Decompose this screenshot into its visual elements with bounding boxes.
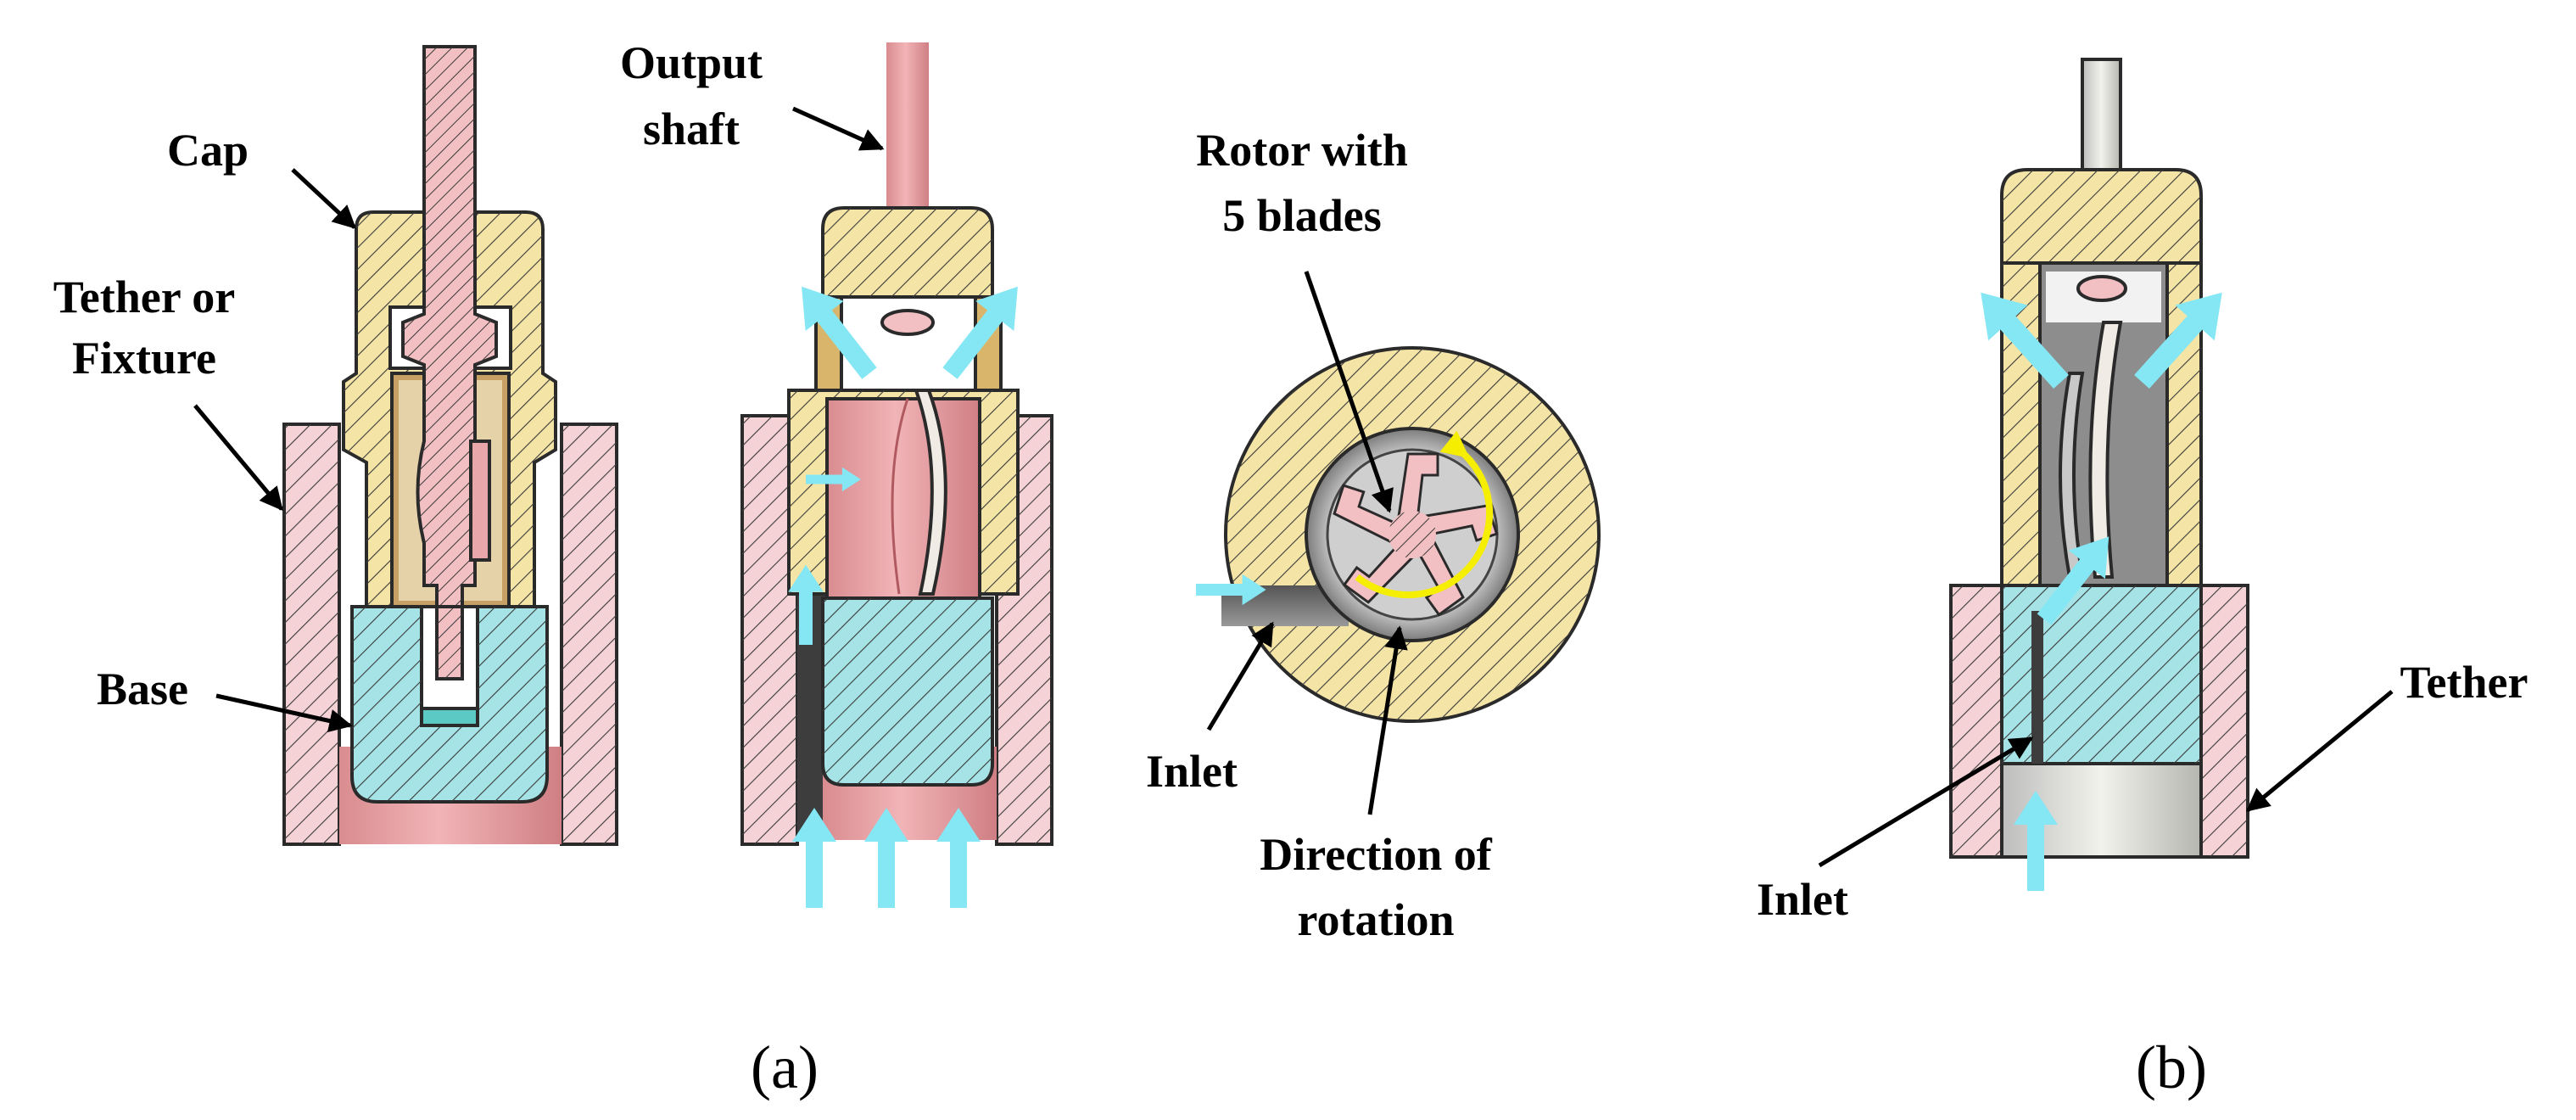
label-tether-2: Fixture: [72, 333, 216, 384]
subfigure-caption-a: (a): [751, 1033, 819, 1101]
subfigure-caption-b: (b): [2136, 1033, 2207, 1101]
label-tether-b: Tether: [2400, 657, 2529, 708]
output-shaft-2: [886, 42, 929, 225]
labels: Cap Tether or Fixture Base Output shaft …: [53, 37, 2529, 1101]
label-output-2: shaft: [643, 104, 740, 154]
label-output-1: Output: [620, 37, 763, 88]
label-cap: Cap: [167, 125, 249, 176]
label-inlet-b: Inlet: [1757, 874, 1848, 925]
view-sectioned-flow: [740, 42, 1053, 908]
label-base: Base: [97, 664, 188, 714]
label-rotor-2: 5 blades: [1222, 190, 1382, 241]
view-rotor-cross-section: [1196, 346, 1601, 723]
view-sectioned-body: [282, 45, 618, 846]
rotor: [1329, 452, 1499, 616]
view-tethered-section: [1949, 58, 2249, 891]
label-rotation-1: Direction of: [1260, 829, 1492, 880]
rotation-arrow-icon: [1355, 430, 1493, 599]
label-inlet-a: Inlet: [1146, 746, 1238, 797]
label-rotor-1: Rotor with: [1196, 125, 1408, 176]
leader-lines: [193, 106, 2394, 868]
label-rotation-2: rotation: [1298, 894, 1455, 945]
label-tether-1: Tether or: [53, 272, 235, 322]
